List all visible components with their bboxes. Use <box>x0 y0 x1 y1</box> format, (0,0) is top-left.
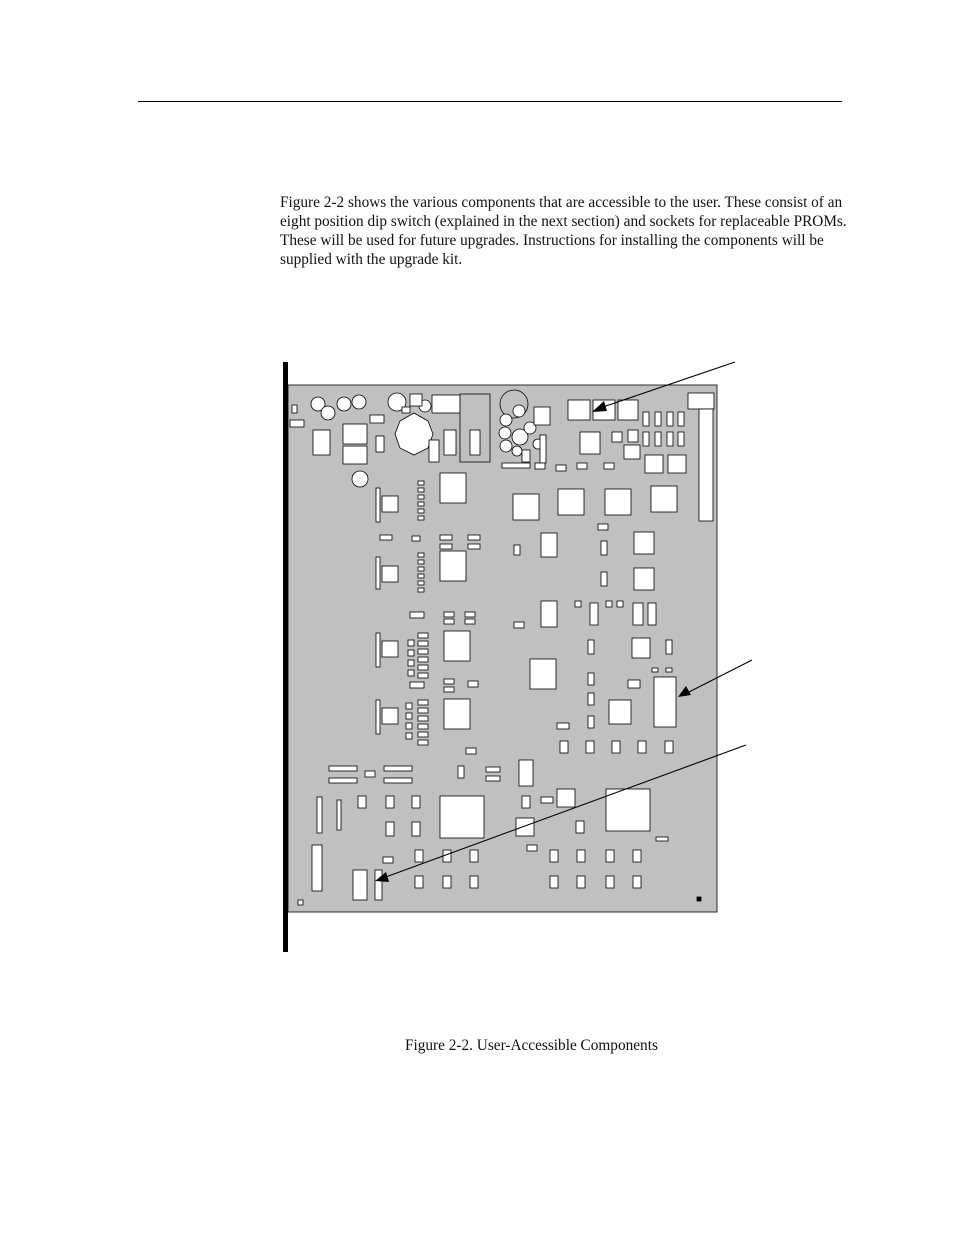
callout-line-top <box>599 361 736 409</box>
callout-line-bottom <box>382 744 747 879</box>
figure-caption: Figure 2-2. User-Accessible Components <box>405 1037 658 1054</box>
dip-switch <box>653 676 677 728</box>
front-panel-bar <box>283 362 288 952</box>
prom-socket-bottom <box>374 869 383 901</box>
header-rule <box>138 101 842 102</box>
circuit-board-figure <box>280 355 760 955</box>
callout-line-middle <box>684 659 753 695</box>
intro-paragraph: Figure 2-2 shows the various components … <box>280 194 847 268</box>
edge-connector <box>687 392 715 410</box>
